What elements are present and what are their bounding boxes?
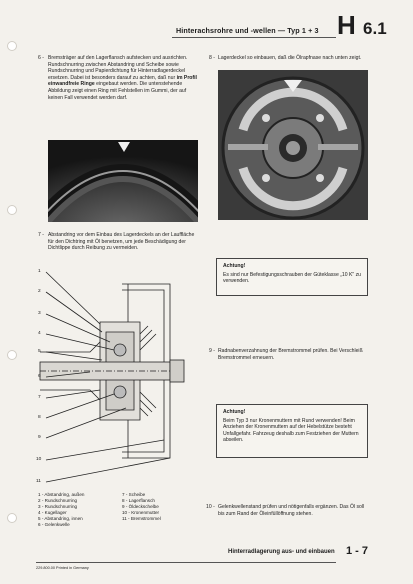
step-8-number: 8 - xyxy=(209,55,215,61)
legend-item: 4 - Kugellager xyxy=(38,510,67,515)
legend-item: 1 - Abstandring, außen xyxy=(38,492,85,497)
warning-text: Beim Typ 3 nur Kronenmuttern mit Rund ve… xyxy=(223,417,359,444)
step-10-text: Gelenkwellenstand prüfen und nötigenfall… xyxy=(218,504,365,517)
callout-9: 9 xyxy=(38,435,41,440)
warning-title: Achtung! xyxy=(223,263,246,269)
legend-item: 6 - Gelenkwelle xyxy=(38,522,70,527)
callout-5: 5 xyxy=(38,349,41,354)
step-6-bold: im Profil einwandfreie Ringe xyxy=(48,74,197,88)
warning-box-2: Achtung! Beim Typ 3 nur Kronenmuttern mi… xyxy=(216,404,368,458)
legend-item: 7 - Scheibe xyxy=(122,492,146,497)
step-9-text: Radnabenverzahnung der Bremstrommel prüf… xyxy=(218,348,363,361)
callout-11: 11 xyxy=(36,479,41,484)
legend-item: 2 - Rundschnurring xyxy=(38,498,78,503)
footer-section-title: Hinterradlagerung aus- und einbauen xyxy=(228,549,335,555)
oring-photo-image xyxy=(48,140,198,222)
callout-2: 2 xyxy=(38,289,41,294)
step-10-number: 10 - xyxy=(206,504,215,510)
warning-box-1: Achtung! Es sind nur Befestigungsschraub… xyxy=(216,258,368,296)
header-rule xyxy=(172,37,336,38)
step-9-number: 9 - xyxy=(209,348,215,354)
binder-hole xyxy=(7,513,17,523)
hub-cross-section-drawing xyxy=(39,271,185,483)
callout-8: 8 xyxy=(38,415,41,420)
legend-right: 7 - Scheibe 8 - Lagerflansch 9 - Öldecks… xyxy=(122,492,206,522)
callout-10: 10 xyxy=(36,457,42,462)
callout-6: 6 xyxy=(38,374,41,379)
callout-1: 1 xyxy=(38,269,41,274)
step-6-number: 6 - xyxy=(38,55,44,61)
section-code-letter: H xyxy=(337,10,356,40)
step-8-text: Lagerdeckel so einbauen, daß die Ölrapfn… xyxy=(218,55,362,61)
photo-oring-defect xyxy=(48,140,198,222)
legend-item: 10 - Kronenmutter xyxy=(122,510,160,515)
section-code-number: 6.1 xyxy=(363,19,387,38)
legend-item: 5 - Abstandring, innen xyxy=(38,516,83,521)
legend-item: 8 - Lagerflansch xyxy=(122,498,155,503)
page-title: Hinterachsrohre und -wellen — Typ 1 + 3 xyxy=(176,26,319,35)
step-7-number: 7 - xyxy=(38,232,44,238)
binder-hole xyxy=(7,41,17,51)
legend-item: 3 - Rundschnurring xyxy=(38,504,78,509)
step-6-text: Bremsträger auf den Lagerflansch aufstec… xyxy=(48,55,197,101)
brake-photo-image xyxy=(218,70,368,220)
warning-title: Achtung! xyxy=(223,409,246,415)
section-code: H 6.1 xyxy=(337,10,387,41)
callout-3: 3 xyxy=(38,311,41,316)
page-number: 1 - 7 xyxy=(346,545,369,557)
legend-item: 11 - Bremstrommel xyxy=(122,516,161,521)
callout-7: 7 xyxy=(38,395,41,400)
footer-rule xyxy=(36,562,336,563)
callout-4: 4 xyxy=(38,331,41,336)
photo-brake-assembly xyxy=(218,70,368,220)
binder-hole xyxy=(7,350,17,360)
print-note: 229.800.00 Printed in Germany xyxy=(36,566,89,570)
warning-text: Es sind nur Befestigungsschrauben der Gü… xyxy=(223,271,362,285)
step-7-text: Abstandring vor dem Einbau des Lagerdeck… xyxy=(48,232,195,252)
binder-hole xyxy=(7,205,17,215)
legend-item: 9 - Öldeckschelbe xyxy=(122,504,159,509)
legend-left: 1 - Abstandring, außen 2 - Rundschnurrin… xyxy=(38,492,122,528)
